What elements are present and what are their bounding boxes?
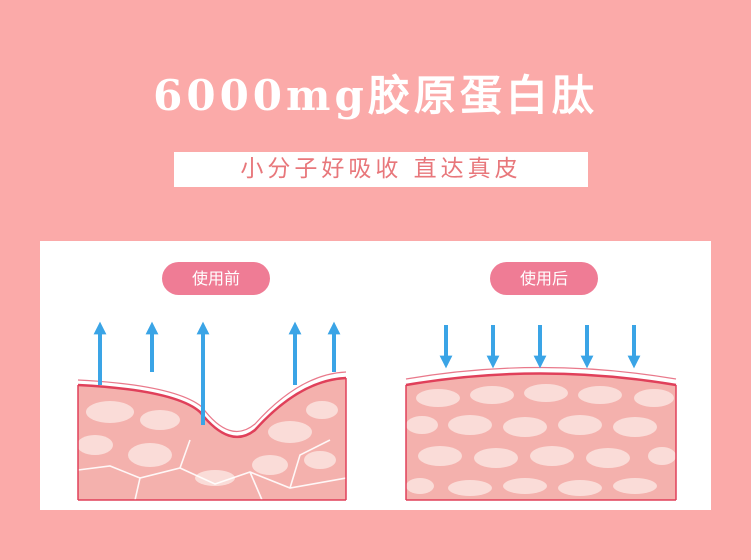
- before-arrows: [93, 321, 341, 425]
- before-label: 使用前: [162, 262, 270, 295]
- after-arrows: [439, 325, 641, 369]
- after-skin-illustration: [405, 366, 677, 501]
- page-subtitle: 小分子好吸收 直达真皮: [174, 152, 588, 187]
- page-title: 6000mg胶原蛋白肽: [153, 71, 598, 120]
- after-label: 使用后: [490, 262, 598, 295]
- before-skin-illustration: [77, 371, 347, 501]
